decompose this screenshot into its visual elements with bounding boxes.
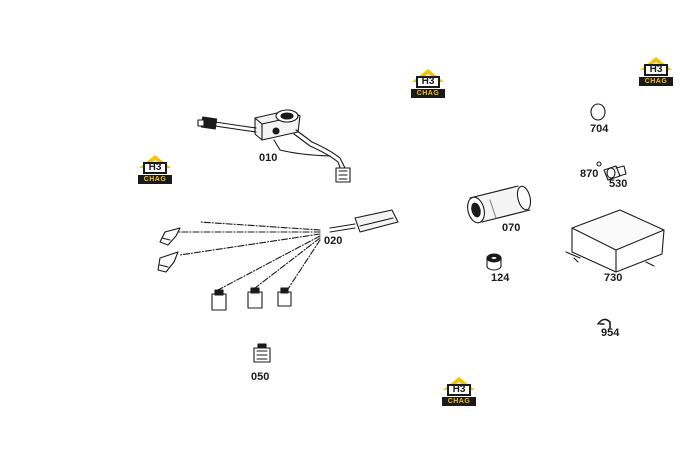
- part-020-drawing[interactable]: [157, 209, 399, 311]
- watermark-text: CHAG: [138, 175, 172, 184]
- part-870-530-drawing[interactable]: [596, 161, 627, 181]
- watermark-badge: H3: [143, 162, 167, 174]
- watermark-badge: H3: [447, 384, 471, 396]
- part-label-050[interactable]: 050: [251, 371, 270, 383]
- part-124-drawing[interactable]: [486, 253, 502, 271]
- part-704-drawing[interactable]: [590, 103, 606, 121]
- part-label-124[interactable]: 124: [491, 272, 510, 284]
- watermark-text: CHAG: [639, 77, 673, 86]
- watermark-badge: H3: [416, 76, 440, 88]
- part-label-070[interactable]: 070: [502, 222, 521, 234]
- part-010-drawing[interactable]: [197, 109, 351, 183]
- part-label-704[interactable]: 704: [590, 123, 609, 135]
- part-label-020[interactable]: 020: [324, 235, 343, 247]
- watermark-text: CHAG: [411, 89, 445, 98]
- part-label-870[interactable]: 870: [580, 168, 599, 180]
- part-070-drawing[interactable]: [465, 185, 533, 225]
- part-label-954[interactable]: 954: [601, 327, 620, 339]
- watermark-logo: H3 CHAG: [410, 67, 446, 100]
- part-label-010[interactable]: 010: [259, 152, 278, 164]
- part-050-drawing[interactable]: [253, 343, 271, 363]
- watermark-logo: H3 CHAG: [137, 153, 173, 186]
- part-label-730[interactable]: 730: [604, 272, 623, 284]
- watermark-logo: H3 CHAG: [638, 55, 674, 88]
- watermark-badge: H3: [644, 64, 668, 76]
- part-954-drawing[interactable]: [597, 318, 611, 329]
- watermark-text: CHAG: [442, 397, 476, 406]
- part-label-530[interactable]: 530: [609, 178, 628, 190]
- watermark-logo: H3 CHAG: [441, 375, 477, 408]
- part-730-drawing[interactable]: [565, 209, 665, 273]
